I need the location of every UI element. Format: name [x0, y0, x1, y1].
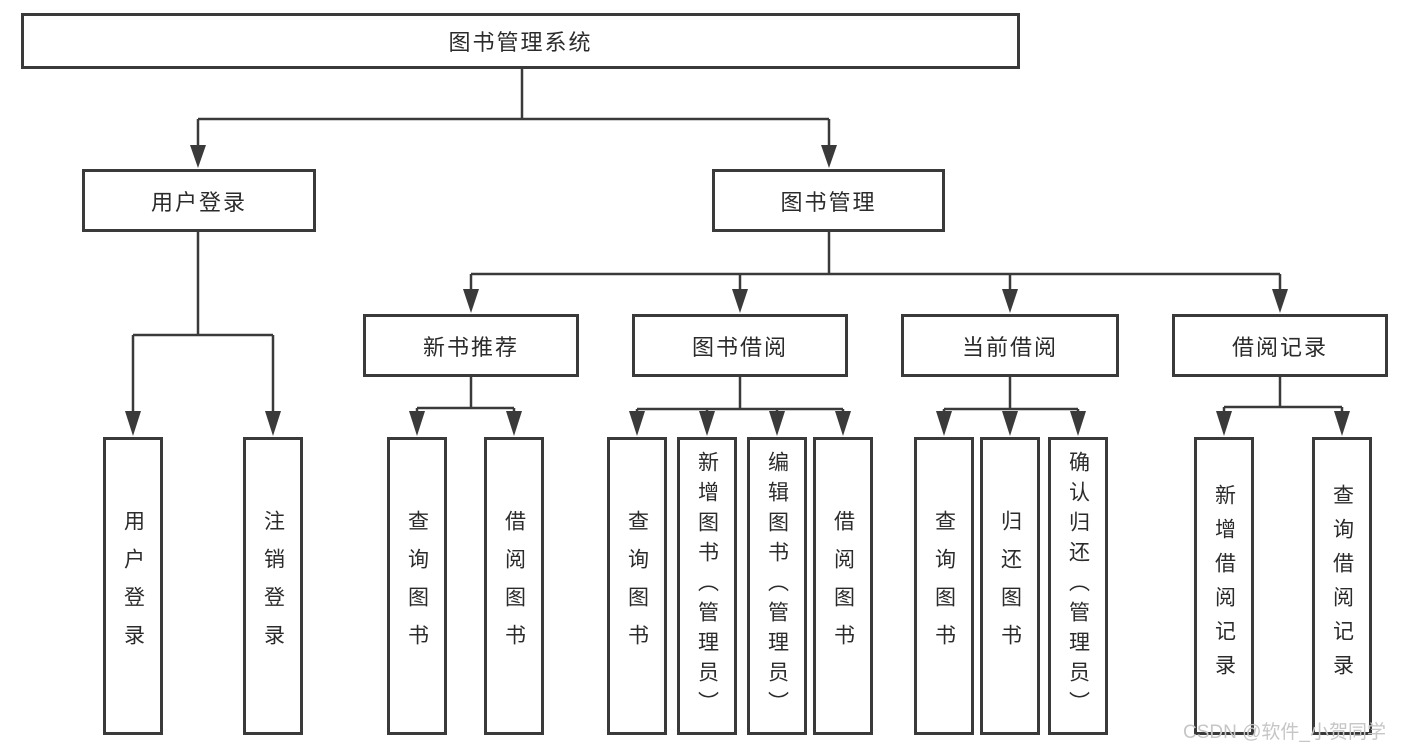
- leaf-current-confirm-return-admin: 确认归还（管理员）: [1048, 437, 1108, 735]
- leaf-borrow-borrow-books-label: 借阅图书: [831, 510, 855, 662]
- leaf-current-query-books-label: 查询图书: [932, 510, 956, 662]
- leaf-recommend-borrow-books-label: 借阅图书: [502, 510, 526, 662]
- node-new-book-recommend: 新书推荐: [363, 314, 579, 377]
- node-borrow-records: 借阅记录: [1172, 314, 1388, 377]
- node-book-borrow-label: 图书借阅: [691, 334, 788, 360]
- leaf-current-return-books-label: 归还图书: [998, 510, 1022, 662]
- node-user-login-label: 用户登录: [150, 189, 247, 215]
- arrowhead-icons: [125, 145, 1350, 436]
- leaf-records-query-record: 查询借阅记录: [1312, 437, 1372, 735]
- leaf-borrow-query-books-label: 查询图书: [625, 510, 649, 662]
- leaf-recommend-borrow-books: 借阅图书: [484, 437, 544, 735]
- leaf-borrow-borrow-books: 借阅图书: [813, 437, 873, 735]
- leaf-current-return-books: 归还图书: [980, 437, 1040, 735]
- leaf-current-query-books: 查询图书: [914, 437, 974, 735]
- leaf-user-login: 用户登录: [103, 437, 163, 735]
- leaf-logout-label: 注销登录: [261, 510, 285, 662]
- node-root-system: 图书管理系统: [21, 13, 1020, 69]
- node-book-management-label: 图书管理: [780, 189, 877, 215]
- leaf-records-add-record: 新增借阅记录: [1194, 437, 1254, 735]
- leaf-borrow-edit-books-admin: 编辑图书（管理员）: [747, 437, 807, 735]
- node-borrow-records-label: 借阅记录: [1231, 334, 1328, 360]
- leaf-recommend-query-books: 查询图书: [387, 437, 447, 735]
- leaf-records-query-record-label: 查询借阅记录: [1330, 484, 1354, 688]
- leaf-borrow-add-books-admin-label: 新增图书（管理员）: [695, 451, 719, 721]
- node-new-book-recommend-label: 新书推荐: [422, 334, 519, 360]
- node-root-label: 图书管理系统: [448, 30, 593, 55]
- node-user-login: 用户登录: [82, 169, 316, 232]
- leaf-records-add-record-label: 新增借阅记录: [1212, 484, 1236, 688]
- node-book-borrow: 图书借阅: [632, 314, 848, 377]
- node-book-management: 图书管理: [712, 169, 945, 232]
- leaf-current-confirm-return-admin-label: 确认归还（管理员）: [1066, 451, 1090, 721]
- leaf-borrow-add-books-admin: 新增图书（管理员）: [677, 437, 737, 735]
- leaf-borrow-edit-books-admin-label: 编辑图书（管理员）: [765, 451, 789, 721]
- csdn-watermark: CSDN @软件_小贺同学: [1183, 722, 1386, 743]
- leaf-logout: 注销登录: [243, 437, 303, 735]
- leaf-user-login-label: 用户登录: [121, 510, 145, 662]
- node-current-borrow: 当前借阅: [901, 314, 1119, 377]
- leaf-borrow-query-books: 查询图书: [607, 437, 667, 735]
- node-current-borrow-label: 当前借阅: [961, 334, 1058, 360]
- leaf-recommend-query-books-label: 查询图书: [405, 510, 429, 662]
